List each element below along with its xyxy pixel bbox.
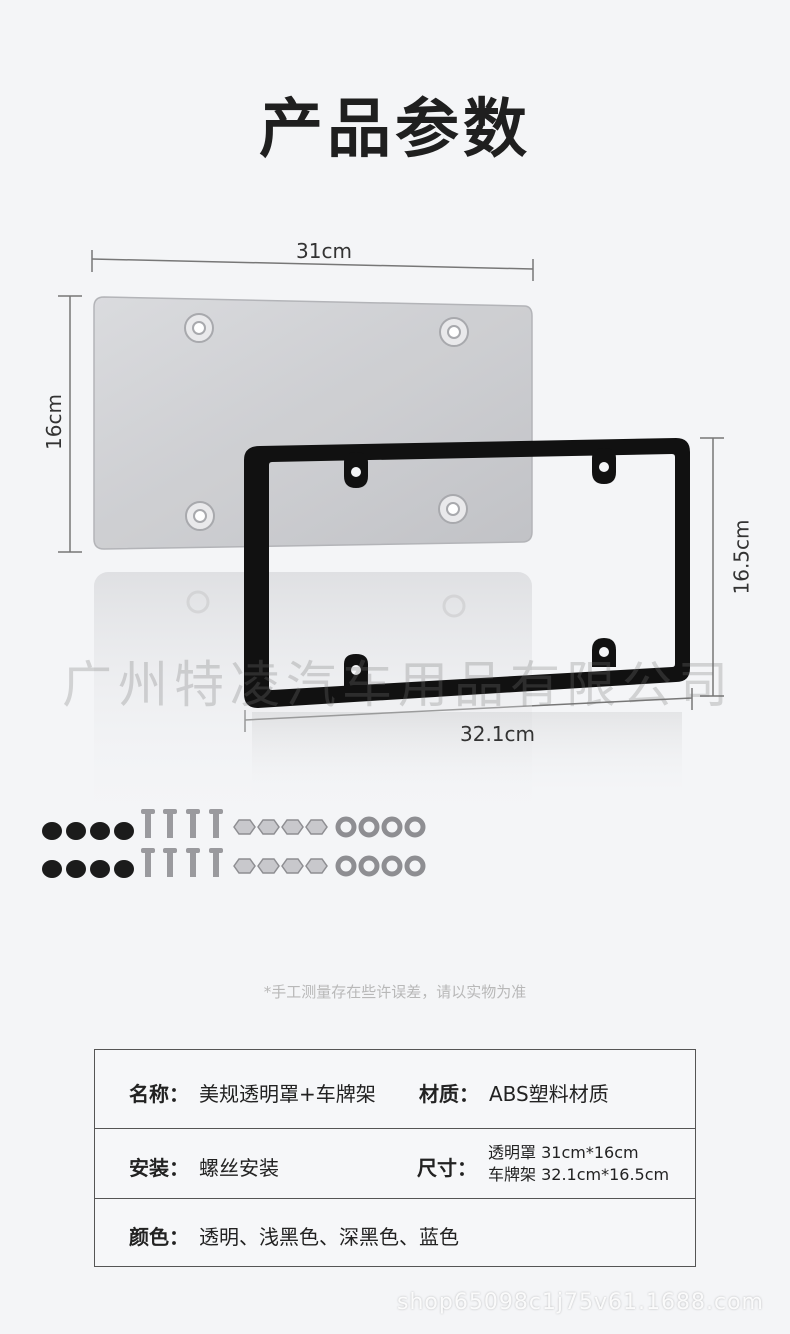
cover-height-label: 16cm [41, 394, 66, 450]
spec-install-value: 螺丝安装 [199, 1156, 279, 1180]
screw-cap-icon [42, 860, 134, 878]
frame-reflection [252, 712, 682, 800]
company-watermark: 广州特凌汽车用品有限公司 [62, 656, 734, 714]
spec-row-color: 颜色： 透明、浅黑色、深黑色、蓝色 [95, 1199, 695, 1268]
hardware-row-1 [42, 809, 426, 840]
frame-height-dimension-line [700, 437, 724, 697]
cover-mounting-hole [439, 317, 469, 347]
spec-size-cover: 透明罩 31cm*16cm [488, 1143, 639, 1162]
cover-mounting-hole [185, 501, 215, 531]
screw-icon [141, 848, 223, 877]
spec-table: 名称： 美规透明罩+车牌架 材质： ABS塑料材质 安装： 螺丝安装 尺寸： 透… [94, 1049, 696, 1267]
frame-height-label: 16.5cm [729, 519, 754, 595]
screw-icon [141, 809, 223, 838]
spec-row-name-material: 名称： 美规透明罩+车牌架 材质： ABS塑料材质 [95, 1050, 695, 1129]
screw-cap-icon [42, 822, 134, 840]
license-plate-frame [244, 438, 690, 708]
nut-icon [233, 819, 328, 835]
cover-mounting-hole [184, 313, 214, 343]
spec-material-label: 材质： [419, 1082, 479, 1106]
frame-width-label: 32.1cm [460, 722, 536, 746]
cover-width-label: 31cm [296, 239, 352, 263]
transparent-cover [93, 296, 533, 550]
hardware-row-2 [42, 848, 426, 878]
spec-row-install-size: 安装： 螺丝安装 尺寸： 透明罩 31cm*16cm 车牌架 32.1cm*16… [95, 1129, 695, 1199]
spec-name-label: 名称： [129, 1082, 189, 1106]
spec-size-frame: 车牌架 32.1cm*16.5cm [488, 1165, 670, 1184]
washer-icon [335, 855, 426, 877]
spec-name-value: 美规透明罩+车牌架 [199, 1082, 376, 1106]
cover-width-dimension-line [91, 250, 534, 281]
cover-mounting-hole [438, 494, 468, 524]
cover-height-dimension-line [58, 295, 82, 553]
spec-color-label: 颜色： [129, 1225, 189, 1249]
spec-material-value: ABS塑料材质 [489, 1082, 609, 1106]
nut-icon [233, 858, 328, 874]
page-title: 产品参数 [259, 93, 531, 167]
shop-url-watermark: shop65098c1j75v61.1688.com [397, 1290, 764, 1315]
spec-color-value: 透明、浅黑色、深黑色、蓝色 [199, 1225, 459, 1249]
spec-install-label: 安装： [129, 1156, 189, 1180]
measurement-note: *手工测量存在些许误差，请以实物为准 [263, 983, 527, 1001]
spec-size-value: 透明罩 31cm*16cm 车牌架 32.1cm*16.5cm [488, 1142, 669, 1186]
product-illustration [42, 250, 724, 878]
washer-icon [335, 816, 426, 838]
spec-size-label: 尺寸： [417, 1156, 477, 1180]
